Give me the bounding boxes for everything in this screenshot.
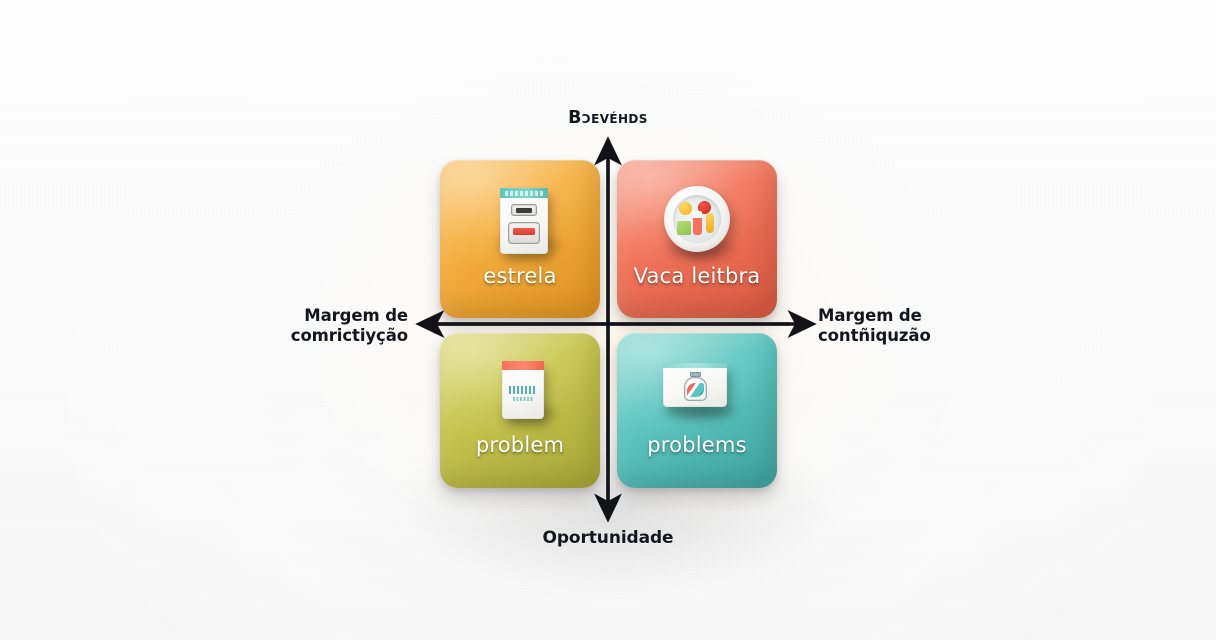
product-carton-icon	[478, 182, 564, 260]
quadrant-card-problem[interactable]: problem	[440, 333, 600, 488]
carton-body	[500, 188, 548, 254]
axis-label-right: Margem de contñiquzão	[818, 306, 1018, 346]
axis-label-left: Margem de comrictiyção	[228, 306, 408, 346]
axis-label-bottom: Oportunidade	[542, 528, 674, 548]
bottle-box-icon	[645, 359, 749, 425]
plate-well	[673, 195, 721, 243]
plate-item-orange-bar	[706, 213, 714, 233]
axis-label-top: Bɔevéhds	[568, 108, 648, 128]
pack-body	[502, 361, 544, 419]
pack-top-band	[502, 361, 544, 370]
quadrant-card-vaca-leiteira[interactable]: Vaca leitbra	[617, 160, 777, 318]
bottle-body	[684, 377, 707, 401]
quadrant-label-problems: problems	[647, 433, 747, 457]
pack-brand-sub	[513, 397, 533, 401]
quadrant-label-estrela: estrela	[483, 264, 557, 288]
plate-item-yellow-round	[679, 202, 692, 215]
carton-chip-top-dot	[516, 208, 532, 213]
plate-item-red-round	[698, 201, 711, 214]
plate-item-pink-bottle	[693, 211, 702, 235]
quadrant-card-estrela[interactable]: estrela	[440, 160, 600, 318]
product-pack-icon	[482, 357, 562, 427]
quadrant-label-problem: problem	[475, 433, 565, 457]
bottle-swirl	[687, 383, 704, 397]
axis-label-left-line1: Margem de	[304, 306, 408, 325]
pack-brand-mark	[509, 386, 537, 394]
axis-label-left-line2: comrictiyção	[290, 326, 408, 345]
quadrant-label-vaca-leiteira: Vaca leitbra	[633, 264, 761, 288]
axis-label-right-line1: Margem de	[818, 306, 922, 325]
carton-red-bar	[513, 228, 535, 235]
quadrant-card-problems[interactable]: problems	[617, 333, 777, 488]
plate-of-products-icon	[655, 182, 739, 262]
axis-label-right-line2: contñiquzão	[818, 326, 931, 345]
bottle-box-body	[663, 363, 727, 407]
carton-header-text	[505, 190, 543, 196]
plate-rim	[664, 186, 730, 252]
bottle-cap	[690, 372, 701, 377]
bottle-box-top-edge	[663, 363, 727, 368]
plate-item-green-pack	[677, 221, 691, 235]
